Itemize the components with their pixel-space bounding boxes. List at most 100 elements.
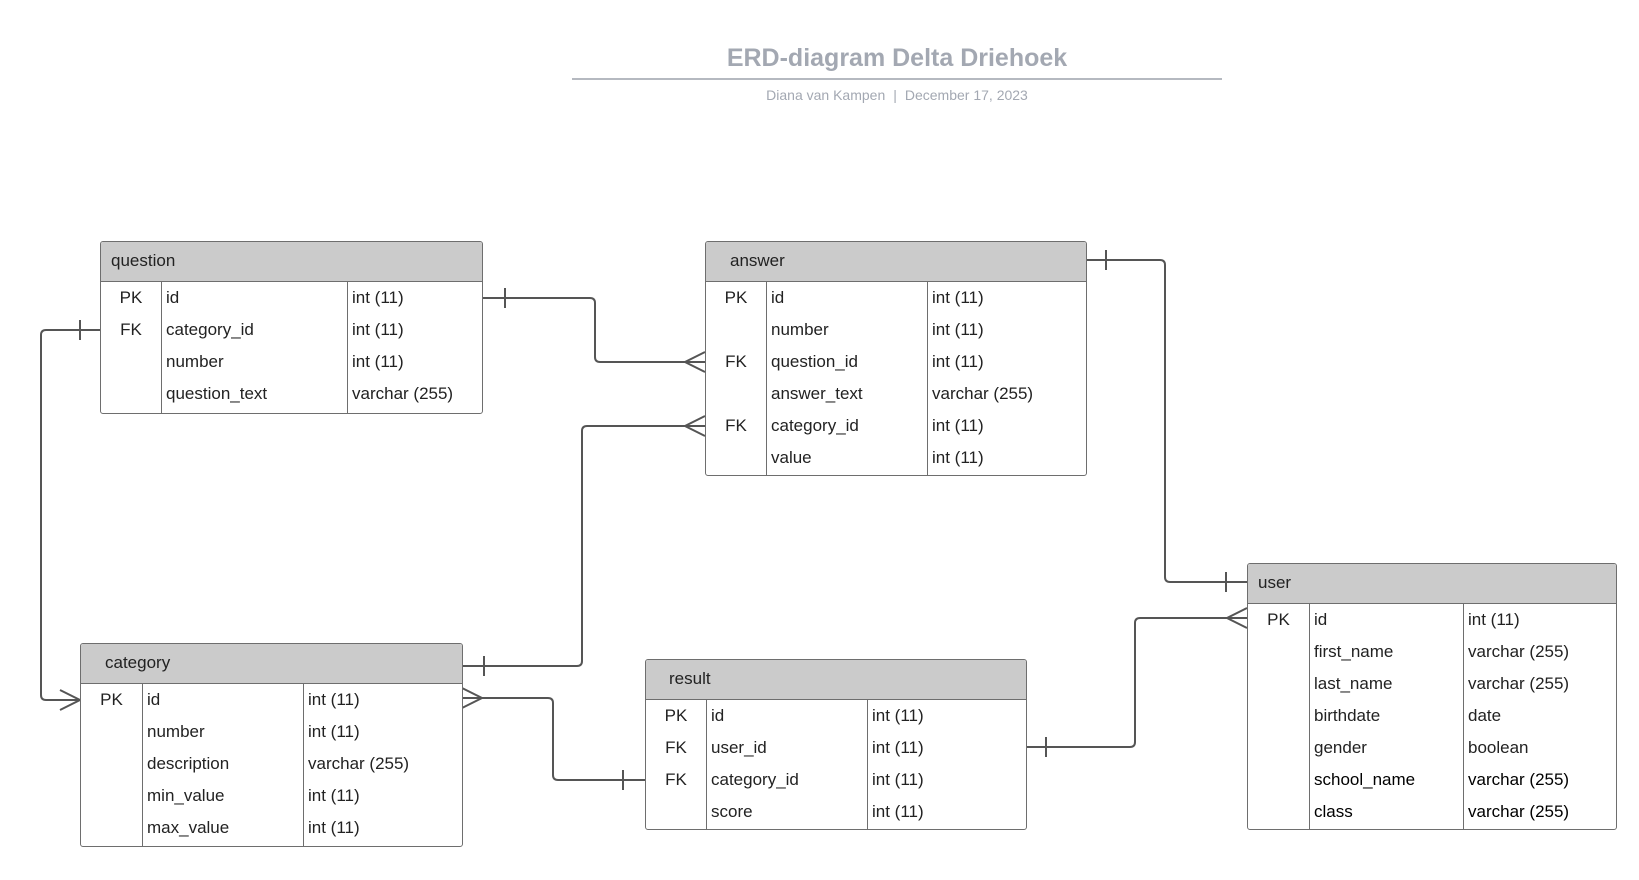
attribute-name: category_id (166, 320, 254, 339)
table-row[interactable]: max_value int (11) (81, 812, 462, 844)
table-row[interactable]: FK category_id int (11) (646, 764, 1026, 796)
attribute-name: min_value (147, 786, 225, 805)
table-row[interactable]: PK id int (11) (1248, 604, 1616, 636)
attribute-name: id (771, 288, 785, 307)
column-divider (706, 700, 707, 829)
table-row[interactable]: score int (11) (646, 796, 1026, 828)
key-cell: PK (1267, 610, 1290, 629)
attribute-type: int (11) (352, 352, 404, 371)
attribute-type: int (11) (932, 416, 984, 435)
attribute-type: varchar (255) (1468, 802, 1570, 821)
diagram-date: December 17, 2023 (904, 87, 1028, 103)
attribute-type: int (11) (308, 818, 360, 837)
entity-user[interactable]: user PK id int (11) first_name varchar (… (1247, 563, 1617, 830)
table-row[interactable]: number int (11) (101, 346, 482, 378)
key-cell: FK (665, 738, 687, 757)
table-row[interactable]: PK id int (11) (706, 282, 1086, 314)
attribute-name: question_id (771, 352, 858, 371)
attribute-type: varchar (255) (1468, 674, 1570, 693)
key-cell: PK (100, 690, 123, 709)
attribute-type: boolean (1468, 738, 1529, 757)
attribute-type: int (11) (932, 352, 984, 371)
attribute-type: varchar (255) (352, 384, 454, 403)
column-divider (867, 700, 868, 829)
key-cell: PK (724, 288, 748, 307)
table-row[interactable]: PK id int (11) (646, 700, 1026, 732)
table-row[interactable]: FK category_id int (11) (706, 410, 1086, 442)
column-divider (927, 282, 928, 475)
attribute-type: int (11) (872, 802, 924, 821)
attribute-name: description (147, 754, 230, 773)
rel-question-answer (483, 297, 705, 363)
key-cell: PK (664, 706, 688, 725)
column-divider (303, 684, 304, 846)
attribute-type: int (11) (932, 288, 984, 307)
attribute-type: int (11) (308, 722, 360, 741)
table-row[interactable]: FK question_id int (11) (706, 346, 1086, 378)
rel-category-result (462, 697, 645, 781)
column-divider (347, 282, 348, 413)
many-marker (682, 351, 706, 373)
table-row[interactable]: PK id int (11) (81, 684, 462, 716)
attribute-name: id (1314, 610, 1328, 629)
author-name: Diana van Kampen (766, 87, 886, 103)
table-row[interactable]: value int (11) (706, 442, 1086, 474)
entity-header: question (101, 242, 482, 282)
subtitle-separator: | (893, 87, 897, 103)
many-marker (1224, 607, 1248, 629)
attribute-type: varchar (255) (1468, 770, 1570, 789)
column-divider (1463, 604, 1464, 829)
table-row[interactable]: gender boolean (1248, 732, 1616, 764)
attribute-type: int (11) (352, 288, 404, 307)
table-row[interactable]: class varchar (255) (1248, 796, 1616, 828)
column-divider (142, 684, 143, 846)
table-row[interactable]: number int (11) (81, 716, 462, 748)
table-row[interactable]: min_value int (11) (81, 780, 462, 812)
many-marker (59, 689, 83, 711)
table-row[interactable]: answer_text varchar (255) (706, 378, 1086, 410)
attribute-name: answer_text (771, 384, 863, 403)
many-marker (682, 415, 706, 437)
title-divider (572, 78, 1222, 80)
table-row[interactable]: last_name varchar (255) (1248, 668, 1616, 700)
entity-header: answer (706, 242, 1086, 282)
attribute-name: question_text (166, 384, 268, 403)
column-divider (161, 282, 162, 413)
table-row[interactable]: description varchar (255) (81, 748, 462, 780)
attribute-type: varchar (255) (308, 754, 410, 773)
entity-header: user (1248, 564, 1616, 604)
table-row[interactable]: birthdate date (1248, 700, 1616, 732)
attribute-name: score (711, 802, 753, 821)
attribute-name: number (771, 320, 829, 339)
attribute-name: number (166, 352, 224, 371)
column-divider (1309, 604, 1310, 829)
attribute-name: class (1314, 802, 1353, 821)
attribute-type: int (11) (1468, 610, 1520, 629)
table-row[interactable]: question_text varchar (255) (101, 378, 482, 410)
table-row[interactable]: first_name varchar (255) (1248, 636, 1616, 668)
entity-question[interactable]: question PK id int (11) FK category_id i… (100, 241, 483, 414)
table-row[interactable]: PK id int (11) (101, 282, 482, 314)
table-row[interactable]: school_name varchar (255) (1248, 764, 1616, 796)
attribute-type: int (11) (308, 690, 360, 709)
rel-user-result (1024, 617, 1247, 748)
entity-category[interactable]: category PK id int (11) number int (11) … (80, 643, 463, 847)
attribute-type: varchar (255) (932, 384, 1034, 403)
entity-header: result (646, 660, 1026, 700)
table-row[interactable]: FK category_id int (11) (101, 314, 482, 346)
rel-answer-user (1085, 259, 1247, 583)
diagram-title: ERD-diagram Delta Driehoek (726, 44, 1068, 72)
attribute-type: int (11) (872, 706, 924, 725)
table-row[interactable]: number int (11) (706, 314, 1086, 346)
column-divider (766, 282, 767, 475)
attribute-type: int (11) (932, 448, 984, 467)
attribute-type: int (11) (872, 770, 924, 789)
entity-result[interactable]: result PK id int (11) FK user_id int (11… (645, 659, 1027, 830)
table-row[interactable]: FK user_id int (11) (646, 732, 1026, 764)
key-cell: FK (725, 352, 747, 371)
attribute-name: id (711, 706, 725, 725)
entity-answer[interactable]: answer PK id int (11) number int (11) FK… (705, 241, 1087, 476)
diagram-subtitle: Diana van Kampen | December 17, 2023 (572, 87, 1222, 103)
attribute-name: number (147, 722, 205, 741)
attribute-type: int (11) (308, 786, 360, 805)
